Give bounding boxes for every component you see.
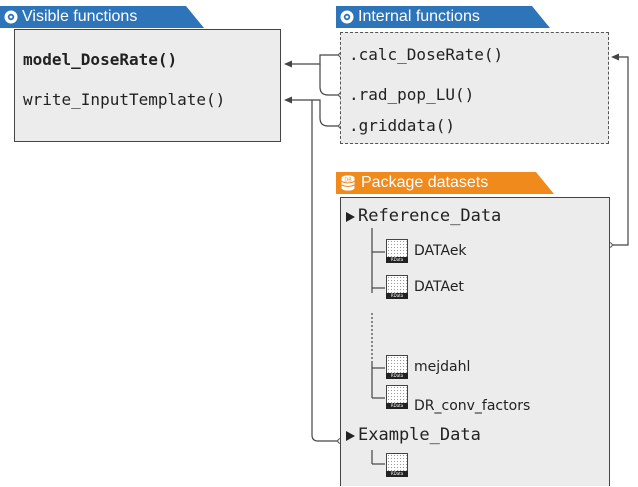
arrowhead [611, 53, 619, 61]
function-model-doserate: model_DoseRate() [23, 50, 178, 69]
tab-background [336, 6, 550, 28]
tab-package-datasets: DB Package datasets [336, 172, 554, 194]
rdata-label: RData [386, 293, 408, 299]
dataset-dr-conv-factors[interactable]: DR_conv_factors [414, 398, 531, 414]
arrowhead [284, 96, 292, 104]
rdata-label: RData [386, 471, 408, 477]
rdata-label: RData [386, 403, 408, 409]
function-calc-doserate: .calc_DoseRate() [349, 45, 504, 64]
dataset-mejdahl[interactable]: mejdahl [414, 359, 471, 375]
dataset-dataet[interactable]: DATAet [414, 279, 464, 295]
tab-internal-functions: Internal functions [336, 6, 550, 28]
gear-icon [4, 10, 18, 24]
dataset-dataek[interactable]: DATAek [414, 243, 467, 259]
connector-griddata-to-write [288, 99, 341, 127]
tab-internal-label: Internal functions [358, 8, 480, 25]
connector-radpop-to-model [319, 64, 341, 96]
rdata-file-icon: RData [386, 239, 408, 263]
tab-background [0, 6, 204, 28]
function-griddata: .griddata() [349, 116, 455, 135]
visible-functions-box: model_DoseRate() write_InputTemplate() [14, 29, 281, 142]
rdata-file-icon: RData [386, 275, 408, 299]
rdata-label: RData [386, 257, 408, 263]
tree-lines [371, 228, 385, 465]
function-rad-pop-lu: .rad_pop_LU() [349, 85, 475, 104]
connector-example-to-write [311, 100, 340, 442]
dataset-reference-data[interactable]: Reference_Data [358, 206, 502, 226]
connector-reference-to-internal [610, 56, 629, 246]
package-datasets-box: Reference_Data RData DATAek RData DATAet… [340, 197, 610, 486]
rdata-label: RData [386, 373, 408, 379]
triangle-right-icon [346, 212, 355, 222]
gear-icon [340, 10, 354, 24]
tab-visible-label: Visible functions [22, 8, 138, 25]
function-write-inputtemplate: write_InputTemplate() [23, 90, 226, 109]
tab-visible-functions: Visible functions [0, 6, 204, 28]
rdata-file-icon: RData [386, 453, 408, 477]
arrowhead [284, 60, 292, 68]
database-icon-label: DB [344, 178, 352, 184]
rdata-file-icon: RData [386, 385, 408, 409]
dataset-example-data[interactable]: Example_Data [358, 425, 481, 445]
internal-functions-box: .calc_DoseRate() .rad_pop_LU() .griddata… [340, 32, 609, 144]
database-icon: DB [341, 175, 355, 191]
connector-calc-to-model [288, 54, 341, 65]
triangle-right-icon [346, 431, 355, 441]
tab-datasets-label: Package datasets [361, 174, 489, 191]
rdata-file-icon: RData [386, 355, 408, 379]
tab-background [336, 172, 554, 194]
